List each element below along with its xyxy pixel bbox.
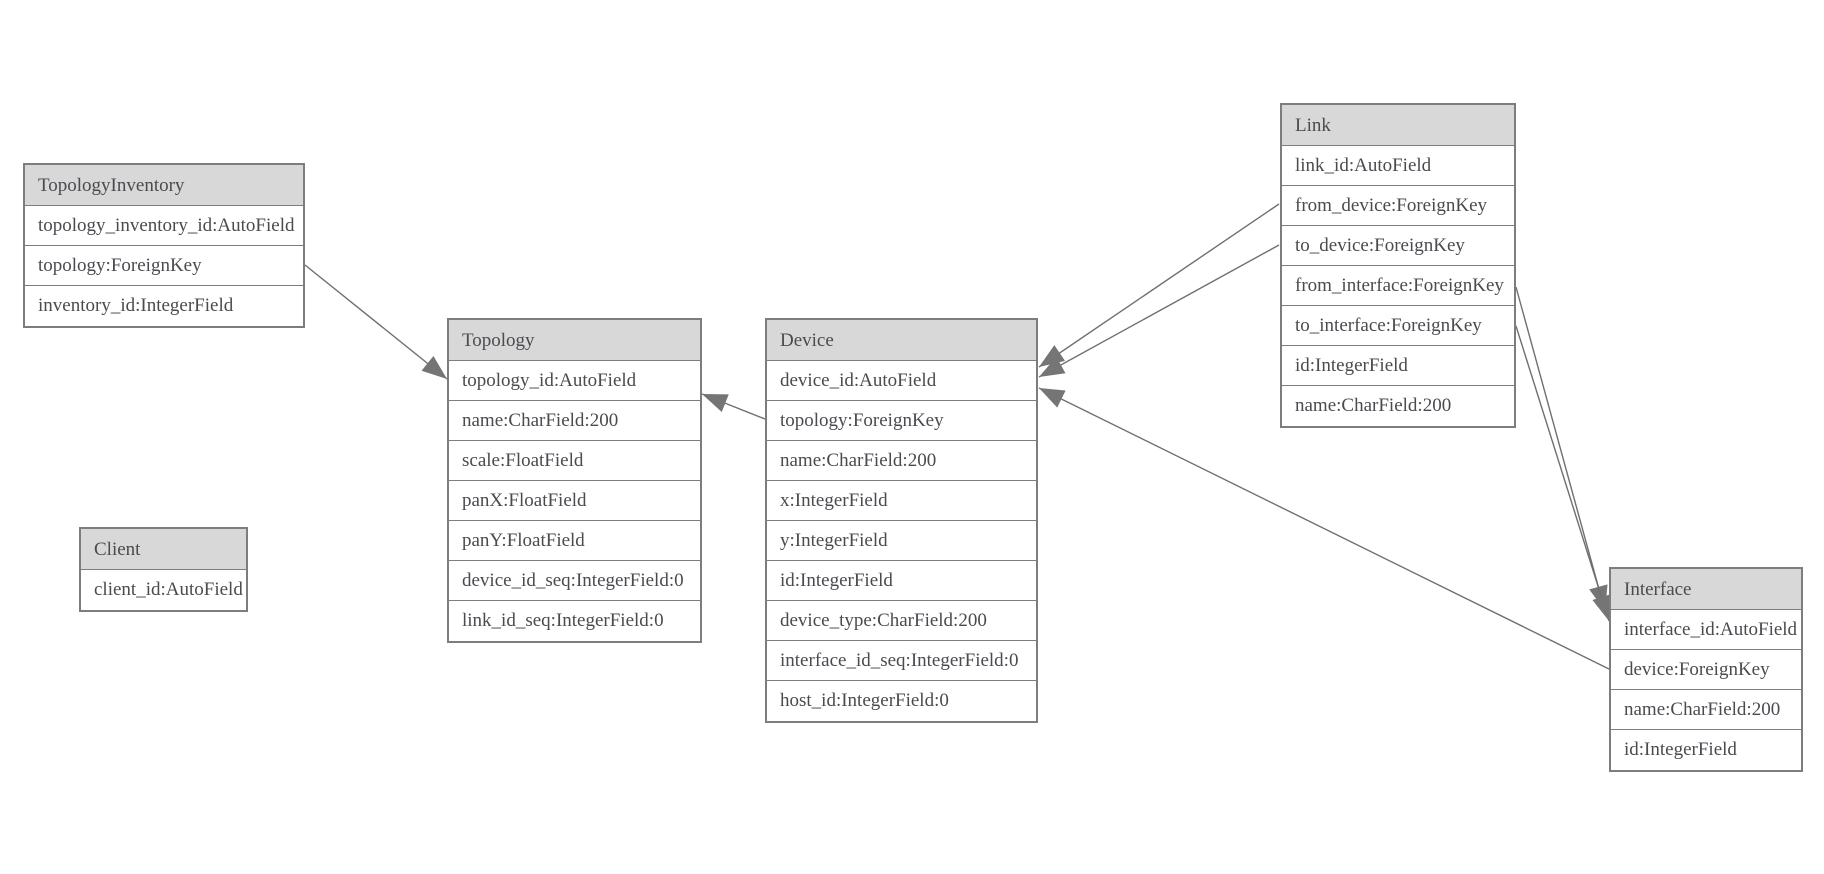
arrowhead-device-topology [702,394,729,413]
field-row: id:IntegerField [1611,730,1801,770]
field-row: id:IntegerField [1282,346,1514,386]
field-row: to_interface:ForeignKey [1282,306,1514,346]
arrowhead-interface-device [1039,388,1066,408]
arrowhead-topologyinventory-topology [421,355,447,379]
field-row: from_device:ForeignKey [1282,186,1514,226]
field-row: to_device:ForeignKey [1282,226,1514,266]
table-title: Client [81,529,246,570]
field-row: topology:ForeignKey [25,246,303,286]
field-row: interface_id:AutoField [1611,610,1801,650]
table-title: Device [767,320,1036,361]
field-row: name:CharField:200 [767,441,1036,481]
field-row: device_id:AutoField [767,361,1036,401]
relationship-line-link-todevice-device [1038,244,1280,378]
field-row: name:CharField:200 [449,401,700,441]
field-row: name:CharField:200 [1611,690,1801,730]
table-title: Interface [1611,569,1801,610]
field-row: link_id_seq:IntegerField:0 [449,601,700,641]
relationship-line-interface-device [1038,387,1610,670]
field-row: id:IntegerField [767,561,1036,601]
arrowhead-link-todevice-device [1039,356,1066,377]
field-row: interface_id_seq:IntegerField:0 [767,641,1036,681]
field-row: panX:FloatField [449,481,700,521]
field-row: device:ForeignKey [1611,650,1801,690]
field-row: host_id:IntegerField:0 [767,681,1036,721]
field-row: panY:FloatField [449,521,700,561]
relationship-line-link-tointerface-interface [1515,325,1610,622]
field-row: topology_id:AutoField [449,361,700,401]
field-row: x:IntegerField [767,481,1036,521]
field-row: device_id_seq:IntegerField:0 [449,561,700,601]
table-title: Topology [449,320,700,361]
table-title: Link [1282,105,1514,146]
field-row: from_interface:ForeignKey [1282,266,1514,306]
relationship-line-link-frominterface-interface [1515,286,1606,612]
table-title: TopologyInventory [25,165,303,206]
field-row: topology_inventory_id:AutoField [25,206,303,246]
arrowhead-link-tointerface-interface [1592,594,1611,621]
field-row: link_id:AutoField [1282,146,1514,186]
field-row: client_id:AutoField [81,570,246,610]
relationship-line-link-fromdevice-device [1038,203,1280,368]
relationship-line-topologyinventory-topology [304,264,448,380]
field-row: name:CharField:200 [1282,386,1514,426]
field-row: inventory_id:IntegerField [25,286,303,326]
field-row: topology:ForeignKey [767,401,1036,441]
field-row: device_type:CharField:200 [767,601,1036,641]
field-row: y:IntegerField [767,521,1036,561]
field-row: scale:FloatField [449,441,700,481]
